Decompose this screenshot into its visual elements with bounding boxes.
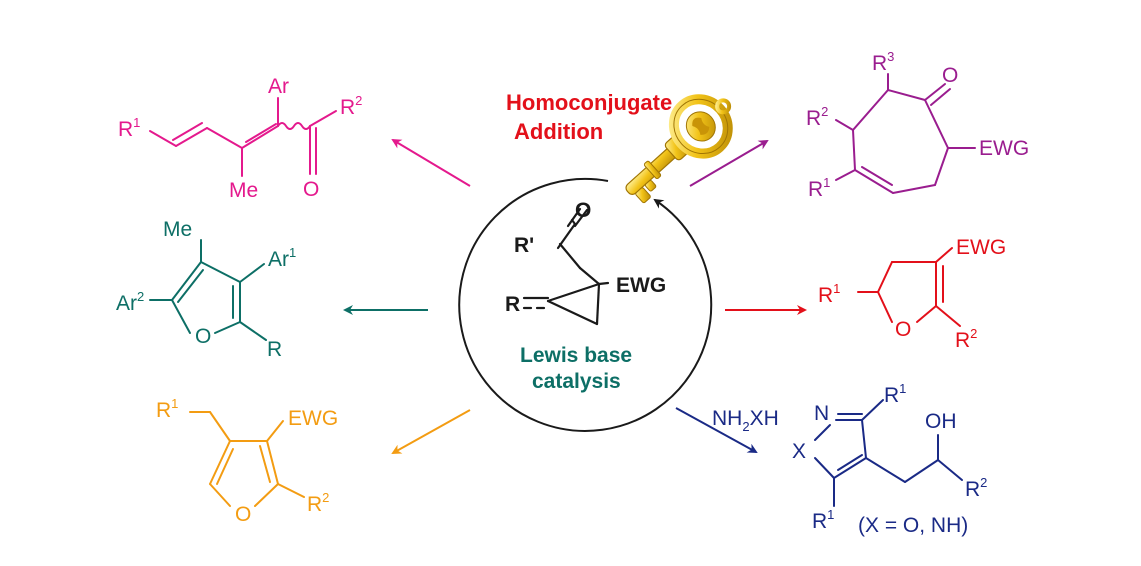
azole-x: X [792, 440, 806, 463]
svg-text:R1: R1 [156, 396, 178, 422]
cyclo-ewg: EWG [979, 137, 1029, 160]
furan-teal-o: O [195, 325, 211, 348]
substrate-structure [522, 207, 610, 326]
svg-text:R1: R1 [818, 281, 840, 307]
azole-r1-top: R [884, 384, 899, 407]
svg-text:R1: R1 [884, 381, 906, 407]
azole-note: (X = O, NH) [858, 514, 968, 537]
svg-text:R3: R3 [872, 49, 894, 75]
arrow-to-furan-orange [391, 409, 471, 454]
furan-orange-ewg: EWG [288, 407, 338, 430]
svg-text:R1: R1 [808, 175, 830, 201]
azole-reagent: NH [712, 407, 742, 430]
product-dihydrofuran: EWG R1 O R2 [818, 236, 1006, 352]
dihydrofuran-ewg: EWG [956, 236, 1006, 259]
product-furan-orange: R1 EWG O R2 [156, 396, 338, 526]
dihydrofuran-r2: R [955, 329, 970, 352]
svg-text:NH2XH: NH2XH [712, 407, 779, 434]
substrate-r: R [505, 293, 520, 316]
cyclo-r3: R [872, 52, 887, 75]
azole-oh: OH [925, 410, 957, 433]
product-cycloheptenone: R3 O R2 EWG R1 [806, 49, 1029, 201]
furan-orange-o: O [235, 503, 251, 526]
catalysis-line2: catalysis [532, 370, 621, 393]
svg-text:R2: R2 [955, 326, 977, 352]
svg-text:R1: R1 [812, 507, 834, 533]
furan-teal-r: R [267, 338, 282, 361]
svg-text:Ar1: Ar1 [268, 245, 296, 271]
arrow-to-azole [675, 407, 758, 453]
cycle-arrow [458, 178, 713, 432]
product-dienone: R1 Ar Me O R2 [118, 75, 362, 202]
svg-text:R2: R2 [307, 490, 329, 516]
azole-n: N [814, 402, 829, 425]
furan-teal-ar2: Ar [116, 292, 137, 315]
title-addition: Addition [514, 119, 603, 144]
svg-text:R2: R2 [965, 475, 987, 501]
substrate-r-prime: R' [514, 234, 534, 257]
svg-text:R1: R1 [118, 115, 140, 141]
cyclo-r1: R [808, 178, 823, 201]
svg-text:R2: R2 [340, 93, 362, 119]
product-furan-teal: Me Ar1 Ar2 O R [116, 218, 296, 361]
dihydrofuran-r1: R [818, 284, 833, 307]
dihydrofuran-o: O [895, 318, 911, 341]
cyclo-r2: R [806, 107, 821, 130]
furan-orange-r2: R [307, 493, 322, 516]
dienone-me: Me [229, 179, 258, 202]
azole-r1-bottom: R [812, 510, 827, 533]
arrow-to-dienone [391, 138, 471, 187]
dienone-r2: R [340, 96, 355, 119]
furan-teal-ar1: Ar [268, 248, 289, 271]
cyclo-o: O [942, 64, 958, 87]
product-azole: NH2XH N X R1 R1 OH R2 (X = O, NH) [712, 381, 987, 537]
substrate-ewg: EWG [616, 274, 666, 297]
furan-teal-me: Me [163, 218, 192, 241]
svg-text:Ar2: Ar2 [116, 289, 144, 315]
center-catalytic-cycle: O R' EWG R Homoconjugate Addition Lewis … [458, 90, 733, 432]
arrow-to-cycloheptenone [689, 139, 769, 187]
furan-orange-r1: R [156, 399, 171, 422]
dienone-o: O [303, 178, 319, 201]
dienone-r1: R [118, 118, 133, 141]
catalysis-line1: Lewis base [520, 344, 632, 367]
reaction-arrows [343, 138, 807, 454]
dienone-ar: Ar [268, 75, 289, 98]
title-homoconjugate: Homoconjugate [506, 90, 672, 115]
azole-r2: R [965, 478, 980, 501]
golden-key-icon [625, 94, 733, 204]
svg-text:R2: R2 [806, 104, 828, 130]
substrate-carbonyl-o: O [575, 199, 591, 222]
